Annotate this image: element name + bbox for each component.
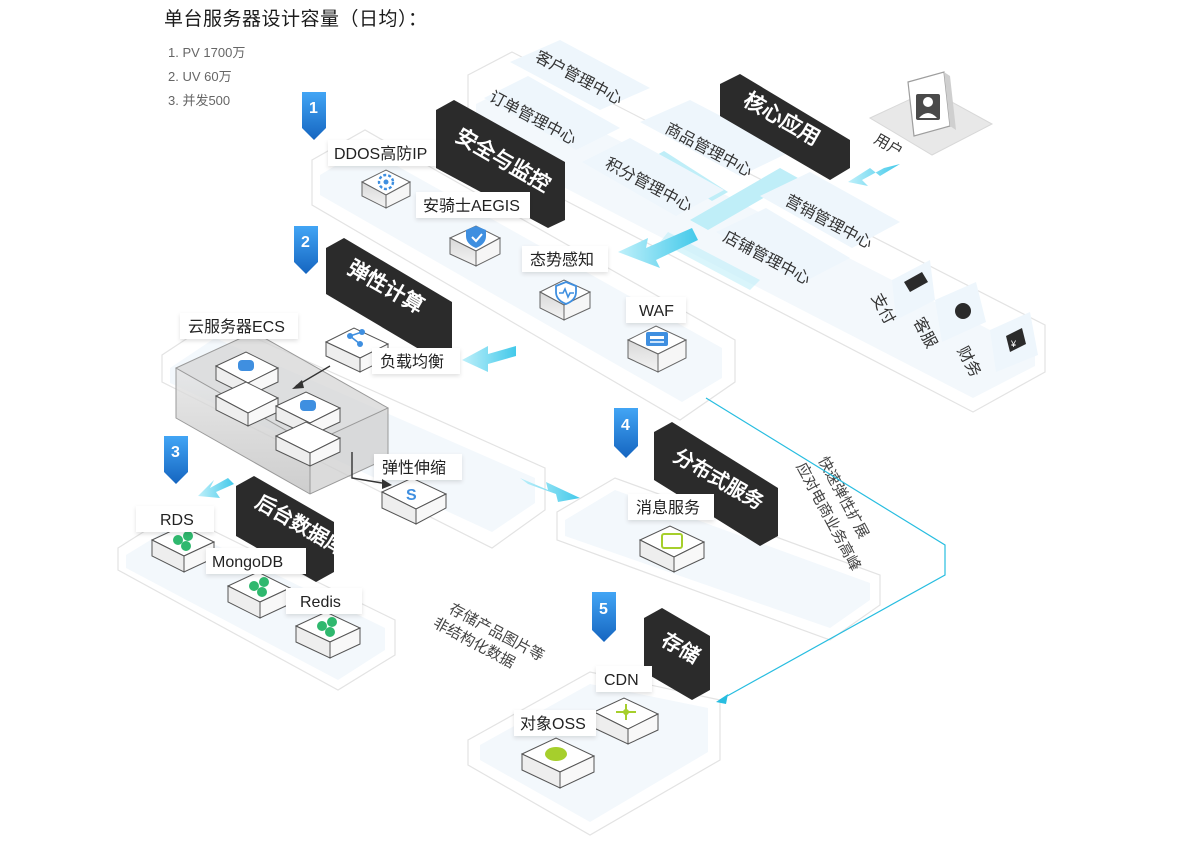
- message-service-module: 消息服务: [628, 494, 714, 573]
- headset-icon: [955, 303, 971, 319]
- step-marker-2: 2: [294, 226, 318, 274]
- user-arrow: [848, 164, 900, 186]
- svg-text:1: 1: [309, 100, 318, 117]
- yen-icon: [1006, 328, 1026, 352]
- capacity-item-concurrency: 3. 并发500: [168, 93, 231, 108]
- step-marker-1: 1: [302, 92, 326, 140]
- svg-text:安骑士AEGIS: 安骑士AEGIS: [423, 197, 520, 215]
- rds-module: RDS: [136, 506, 216, 573]
- svg-text:消息服务: 消息服务: [636, 499, 700, 517]
- svg-text:CDN: CDN: [604, 672, 639, 689]
- compute-to-database-arrow: [198, 478, 234, 498]
- capacity-list: 1. PV 1700万 2. UV 60万 3. 并发500: [168, 41, 245, 113]
- gear-icon: [377, 173, 395, 191]
- svg-text:DDOS高防IP: DDOS高防IP: [334, 145, 427, 163]
- svg-text:WAF: WAF: [639, 303, 674, 320]
- svg-text:RDS: RDS: [160, 512, 194, 529]
- svg-text:3: 3: [171, 444, 180, 461]
- ecs-server-2: [214, 381, 280, 427]
- security-to-compute-arrow: [462, 346, 516, 372]
- compute-to-distributed-arrow: [520, 478, 580, 502]
- cloud-icon: [238, 360, 254, 371]
- core-to-security-arrow: [618, 228, 698, 268]
- svg-text:对象OSS: 对象OSS: [520, 715, 586, 733]
- svg-text:云服务器ECS: 云服务器ECS: [188, 318, 285, 336]
- user-node: 用户: [868, 71, 994, 160]
- svg-text:5: 5: [599, 601, 608, 618]
- ecs-to-scaling-arrow: [351, 452, 389, 485]
- database-icon: [173, 531, 193, 551]
- slb-module: 负载均衡: [324, 327, 460, 374]
- svg-text:¥: ¥: [1010, 339, 1017, 349]
- svg-text:态势感知: 态势感知: [530, 251, 594, 269]
- cdn-module: CDN: [592, 666, 660, 745]
- step-marker-4: 4: [614, 408, 638, 458]
- oss-module: 对象OSS: [514, 710, 596, 789]
- security-to-storage-line: [705, 397, 946, 701]
- user-avatar-icon: [916, 94, 940, 120]
- svg-text:负载均衡: 负载均衡: [380, 353, 444, 371]
- capacity-item-uv: 2. UV 60万: [168, 69, 232, 84]
- database-icon: [317, 617, 337, 637]
- waf-module: WAF: [626, 297, 688, 373]
- ecs-cluster: 云服务器ECS: [174, 313, 390, 495]
- capacity-title: 单台服务器设计容量（日均）：: [164, 9, 428, 30]
- capacity-item-pv: 1. PV 1700万: [168, 45, 246, 60]
- finance-tile: ¥ 财务: [953, 312, 1038, 380]
- house-icon: [904, 272, 928, 292]
- mongodb-module: MongoDB: [206, 548, 306, 619]
- svg-text:弹性伸缩: 弹性伸缩: [382, 459, 446, 477]
- redis-module: Redis: [286, 588, 362, 659]
- storage-title-label: 存储: [644, 608, 710, 700]
- distribution-icon: [616, 704, 636, 720]
- ddos-module: DDOS高防IP: [328, 140, 436, 209]
- ecs-server-4: [274, 421, 342, 467]
- svg-text:4: 4: [621, 417, 630, 434]
- cloud-icon: [300, 400, 316, 411]
- svg-text:MongoDB: MongoDB: [212, 554, 283, 571]
- svg-text:Redis: Redis: [300, 594, 341, 611]
- situation-awareness-module: 态势感知: [522, 246, 608, 321]
- message-icon: [661, 533, 683, 549]
- scaling-icon: S: [406, 487, 417, 504]
- radar-icon: [555, 281, 577, 305]
- step-marker-5: 5: [592, 592, 616, 642]
- aegis-module: 安骑士AEGIS: [416, 192, 530, 267]
- shield-icon: [466, 226, 486, 248]
- bucket-icon: [545, 747, 567, 761]
- svg-text:2: 2: [301, 234, 310, 251]
- autoscaling-module: S 弹性伸缩: [374, 454, 462, 525]
- step-marker-3: 3: [164, 436, 188, 484]
- database-icon: [249, 577, 269, 597]
- network-nodes-icon: [347, 329, 365, 347]
- firewall-icon: [646, 332, 668, 346]
